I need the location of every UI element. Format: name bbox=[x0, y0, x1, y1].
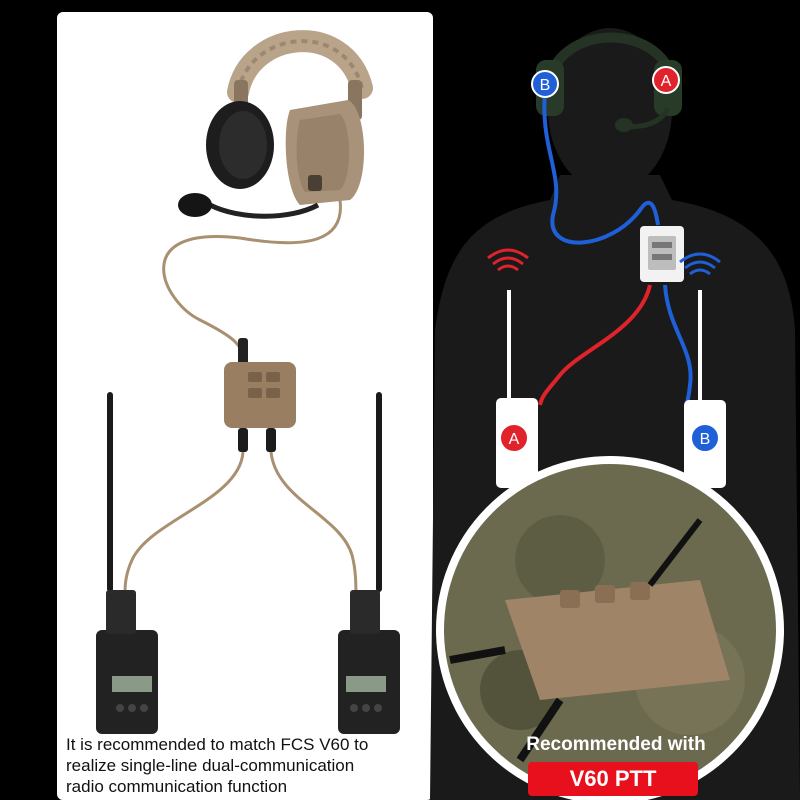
ptt-device-image bbox=[123, 362, 358, 601]
headset-b-letter: B bbox=[540, 77, 551, 94]
radio-b-letter: B bbox=[700, 431, 711, 448]
radio-left-image bbox=[96, 392, 158, 734]
ptt-hub-icon bbox=[640, 226, 684, 282]
radio-right-image bbox=[338, 392, 400, 734]
v60-ptt-badge: V60 PTT bbox=[528, 762, 698, 796]
cable-b-radio bbox=[663, 284, 693, 407]
cable-b-head bbox=[542, 91, 660, 245]
signal-wave-red-icon bbox=[487, 248, 529, 272]
vest-closeup-image bbox=[436, 456, 784, 800]
signal-wave-blue-icon bbox=[679, 252, 721, 276]
caption-line-2: realize single-line dual-communication bbox=[66, 756, 355, 775]
headset-a-letter: A bbox=[661, 73, 672, 90]
recommended-with-label: Recommended with bbox=[526, 734, 706, 755]
diagram-radio-b: B bbox=[684, 290, 726, 488]
recommendation-caption: It is recommended to match FCS V60 to re… bbox=[66, 734, 426, 797]
headset-label-a: A bbox=[652, 66, 680, 94]
cable-a-radio bbox=[538, 284, 652, 406]
diagram-radio-a: A bbox=[496, 290, 538, 488]
caption-line-3: radio communication function bbox=[66, 777, 288, 796]
caption-line-1: It is recommended to match FCS V60 to bbox=[66, 735, 369, 754]
radio-a-letter: A bbox=[509, 431, 520, 448]
headset-image bbox=[162, 30, 373, 366]
headset-label-b: B bbox=[531, 70, 559, 98]
